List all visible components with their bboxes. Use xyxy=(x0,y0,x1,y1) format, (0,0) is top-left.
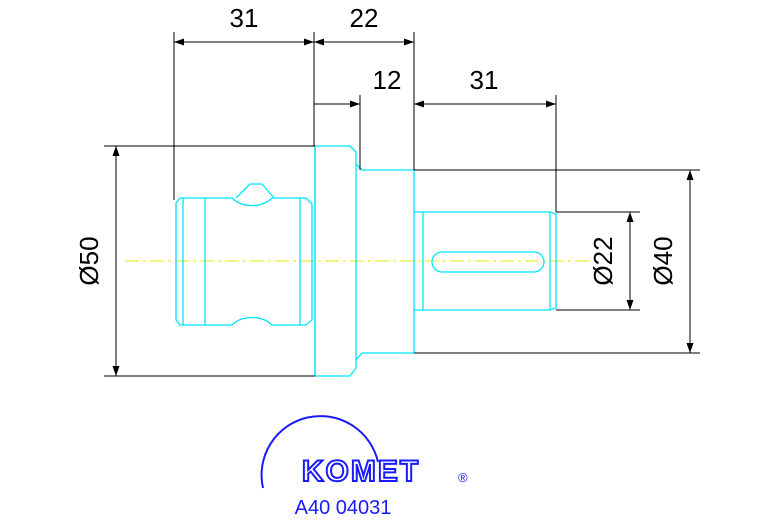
logo-text: KOMET xyxy=(302,455,420,488)
dim-top-right-length: 22 xyxy=(350,3,379,33)
dim-shaft-diameter: Ø22 xyxy=(588,236,618,285)
dim-shaft-length: 31 xyxy=(470,65,499,95)
part-number: A40 04031 xyxy=(295,497,392,519)
dim-top-left-length: 31 xyxy=(230,3,259,33)
logo-registered-mark: ® xyxy=(458,470,468,485)
logo-arc xyxy=(260,415,379,489)
dim-neck-length: 12 xyxy=(373,65,402,95)
dim-body-diameter: Ø40 xyxy=(648,236,678,285)
dimension-lines xyxy=(112,38,694,376)
part-outline xyxy=(175,145,557,377)
komet-logo: KOMET ® xyxy=(260,415,468,489)
extension-lines xyxy=(104,32,700,377)
dim-flange-diameter: Ø50 xyxy=(74,236,104,285)
